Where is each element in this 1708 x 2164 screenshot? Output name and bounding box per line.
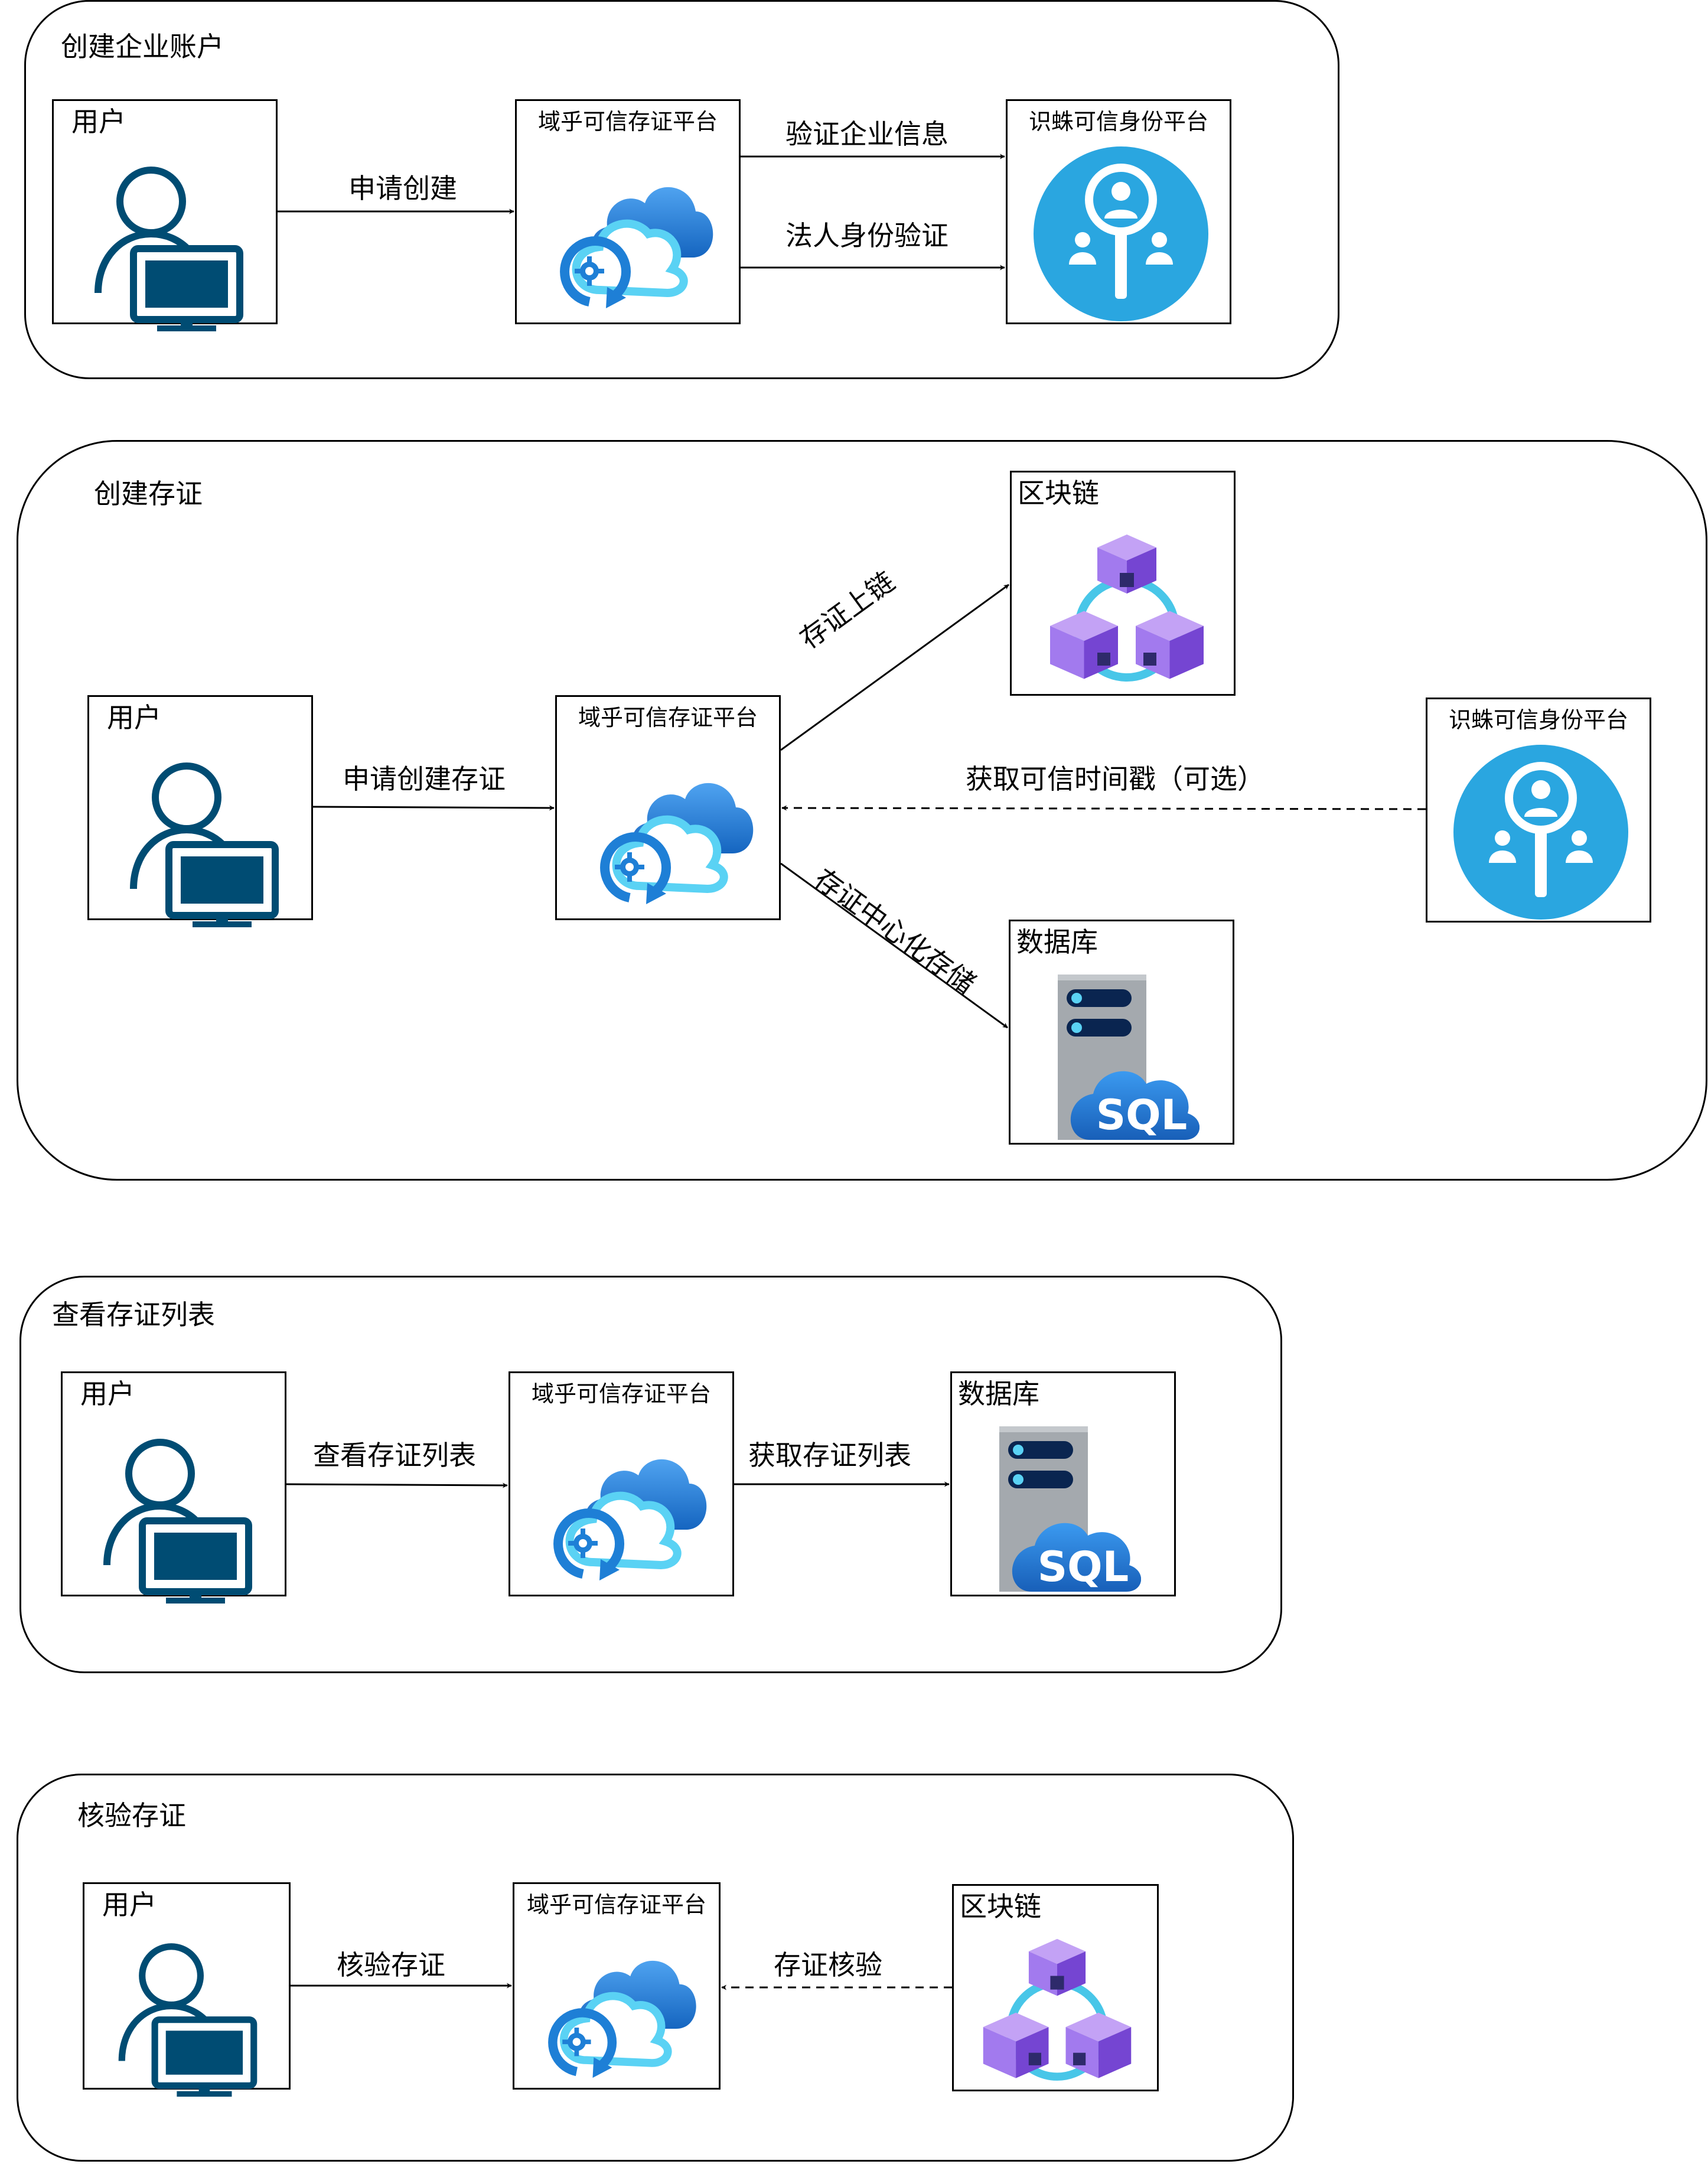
node-label: 域乎可信存证平台	[526, 1892, 706, 1918]
edge-label: 查看存证列表	[313, 1439, 476, 1471]
node-label: 数据库	[1016, 926, 1098, 958]
blockchain-node[interactable]: 区块链	[952, 1884, 1159, 2091]
platform-node[interactable]: 域乎可信存证平台	[513, 1882, 721, 2090]
edge-label: 验证企业信息	[785, 118, 948, 150]
database-node[interactable]: 数据库	[950, 1371, 1176, 1596]
platform-node[interactable]: 域乎可信存证平台	[515, 99, 741, 324]
blockchain-node[interactable]: 区块链	[1010, 471, 1236, 696]
user-node[interactable]: 用户	[83, 1882, 291, 2090]
node-label: 区块链	[960, 1891, 1041, 1922]
edge-label: 存证核验	[774, 1949, 882, 1981]
edge-view	[286, 1482, 508, 1488]
group-title: 核验存证	[77, 1800, 186, 1831]
node-label: 用户	[107, 702, 161, 734]
group-title: 创建企业账户	[61, 31, 224, 63]
edge-apply	[312, 805, 555, 811]
platform-node[interactable]: 域乎可信存证平台	[555, 695, 781, 920]
node-label: 用户	[102, 1889, 157, 1921]
user-node[interactable]: 用户	[87, 695, 313, 920]
node-label: 用户	[80, 1378, 135, 1410]
edge-label: 获取可信时间戳（可选）	[966, 763, 1264, 795]
node-label: 域乎可信存证平台	[578, 705, 758, 731]
edge-label: 申请创建存证	[343, 763, 506, 795]
user-node[interactable]: 用户	[61, 1371, 286, 1596]
node-label: 识蛛可信身份平台	[1028, 109, 1208, 135]
database-node[interactable]: 数据库	[1009, 920, 1234, 1145]
user-node[interactable]: 用户	[52, 99, 278, 324]
edge-timestamp	[781, 805, 1426, 811]
edge-label: 申请创建	[348, 172, 457, 204]
edge-central	[780, 862, 1008, 1029]
node-label: 区块链	[1018, 477, 1099, 509]
identity-node[interactable]: 识蛛可信身份平台	[1006, 99, 1231, 324]
node-label: 识蛛可信身份平台	[1448, 707, 1628, 733]
edge-label: 法人身份验证	[785, 220, 948, 252]
edge-label: 核验存证	[337, 1949, 445, 1981]
group-title: 查看存证列表	[52, 1299, 215, 1331]
node-label: 数据库	[958, 1378, 1039, 1410]
node-label: 用户	[71, 106, 126, 138]
node-label: 域乎可信存证平台	[531, 1381, 711, 1407]
edge-label: 获取存证列表	[748, 1439, 911, 1471]
group-title: 创建存证	[94, 478, 203, 510]
identity-node[interactable]: 识蛛可信身份平台	[1426, 698, 1651, 923]
node-label: 域乎可信存证平台	[537, 109, 718, 135]
platform-node[interactable]: 域乎可信存证平台	[509, 1371, 734, 1596]
edge-onchain	[780, 584, 1009, 751]
